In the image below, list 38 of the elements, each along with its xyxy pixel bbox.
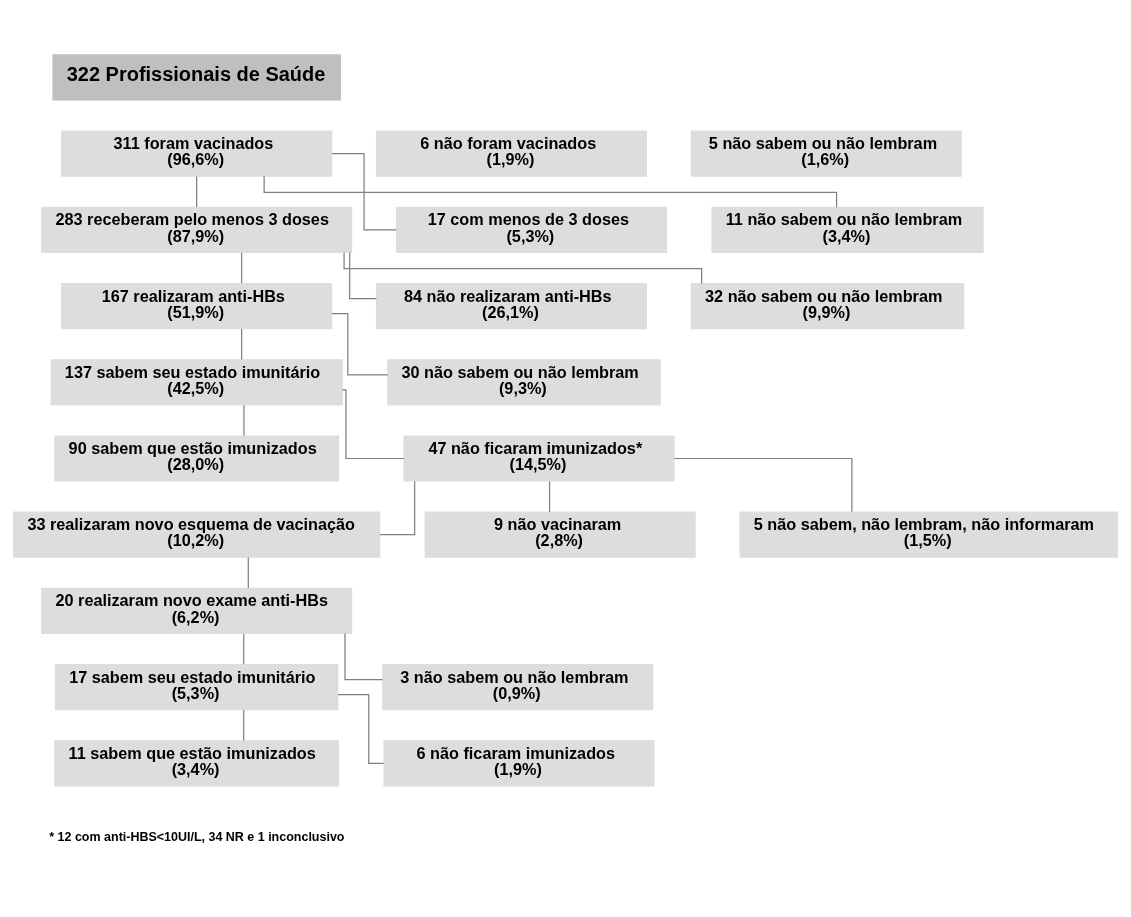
connector	[331, 153, 397, 231]
node-box: 84 não realizaram anti-HBs (26,1%)	[375, 283, 647, 330]
connector	[243, 633, 245, 665]
connector	[247, 556, 249, 589]
connector	[341, 389, 405, 460]
node-box: 17 sabem seu estado imunitário (5,3%)	[54, 664, 339, 711]
node-box: 322 Profissionais de Saúde	[52, 54, 341, 101]
node-box: 47 não ficaram imunizados* (14,5%)	[403, 435, 675, 482]
connector	[548, 480, 551, 513]
node-box: 17 com menos de 3 doses (5,3%)	[395, 206, 667, 253]
connector	[243, 404, 245, 437]
node-box: 5 não sabem, não lembram, não informaram (1,5%)	[739, 511, 1118, 558]
node-box: 6 não ficaram imunizados (1,9%)	[383, 740, 655, 787]
node-box: 5 não sabem ou não lembram (1,6%)	[690, 130, 962, 177]
connector	[331, 312, 389, 376]
connector	[379, 480, 416, 536]
connector	[196, 175, 198, 208]
node-box: 3 não sabem ou não lembram (0,9%)	[382, 664, 654, 711]
node-box: 30 não sabem ou não lembram (9,3%)	[387, 359, 661, 406]
node-box: 137 sabem seu estado imunitário (42,5%)	[50, 359, 343, 406]
connector	[241, 252, 243, 284]
node-box: 311 foram vacinados (96,6%)	[61, 130, 333, 177]
node-box: 9 não vacinaram (2,8%)	[424, 511, 696, 558]
node-box: 283 receberam pelo menos 3 doses (87,9%)	[41, 206, 353, 253]
label: * 12 com anti-HBS<10UI/L, 34 NR e 1 inconclusivo	[49, 830, 345, 845]
connector	[243, 709, 245, 742]
node-box: 20 realizaram novo exame anti-HBs (6,2%)	[41, 587, 353, 634]
node-box: 6 não foram vacinados (1,9%)	[375, 130, 647, 177]
node-box: 167 realizaram anti-HBs (51,9%)	[61, 283, 333, 330]
connector	[349, 251, 378, 300]
node-box: 33 realizaram novo esquema de vacinação (10,2%)	[13, 511, 381, 558]
node-box: 32 não sabem ou não lembram (9,9%)	[690, 283, 965, 330]
connector	[344, 632, 384, 681]
connector	[673, 457, 853, 513]
node-box: 11 sabem que estão imunizados (3,4%)	[54, 740, 340, 787]
connector	[241, 328, 243, 361]
node-box: 90 sabem que estão imunizados (28,0%)	[54, 435, 340, 482]
node-box: 11 não sabem ou não lembram (3,4%)	[711, 206, 984, 253]
